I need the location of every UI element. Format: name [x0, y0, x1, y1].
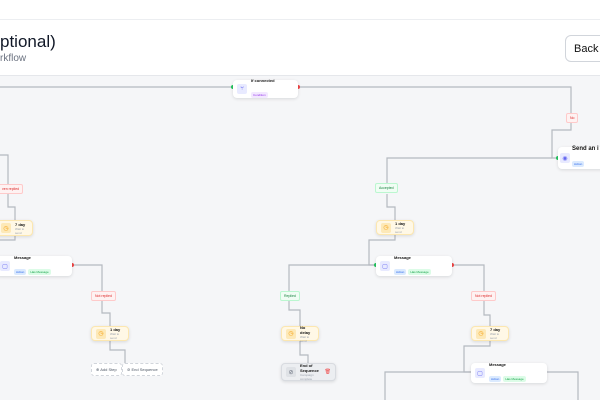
action-tag: Action	[14, 268, 27, 275]
plus-icon: ⊕	[96, 367, 101, 372]
node-title: No delay	[300, 324, 311, 335]
no-label: No	[566, 113, 579, 123]
replied-label: Replied	[280, 291, 300, 301]
accepted-label: Accepted	[375, 183, 398, 193]
action-tag: Action	[572, 161, 585, 167]
node-subtitle: Campaign complete	[300, 373, 314, 381]
output-port[interactable]	[70, 263, 74, 267]
action-tag: Action	[394, 268, 407, 275]
end-sequence-label: End Sequence	[131, 367, 158, 372]
message-icon: ▢	[0, 261, 10, 271]
message-icon: ▢	[475, 368, 485, 378]
node-title: Message	[14, 254, 31, 260]
action-tag: Action	[489, 375, 502, 382]
node-title: 1 day	[110, 327, 121, 332]
clock-icon: ◷	[381, 222, 391, 233]
message-icon: ▢	[380, 261, 390, 271]
node-title: Send an i	[572, 146, 599, 152]
has-message-tag: Has Message	[408, 268, 431, 275]
node-title: 7 day	[15, 221, 26, 227]
branch-icon: ⑂	[237, 84, 247, 94]
node-subtitle: Wait to send	[490, 332, 500, 340]
clock-icon: ◷	[476, 328, 486, 339]
end-sequence-button[interactable]: ⊘ End Sequence	[122, 363, 163, 376]
node-title: 1 day	[395, 221, 406, 226]
node-subtitle: Wait to send	[110, 332, 120, 340]
node-subtitle: Wait to send	[300, 334, 310, 343]
condition-tag: Condition	[251, 91, 268, 98]
has-message-tag: Has Message	[503, 375, 526, 382]
node-title: If connected	[251, 77, 275, 83]
node-title: Message	[394, 254, 411, 260]
clock-icon: ◷	[1, 223, 11, 233]
output-port[interactable]	[450, 263, 454, 267]
back-button[interactable]: Back	[565, 35, 600, 62]
add-step-button[interactable]: ⊕ Add Step	[91, 363, 122, 376]
node-title: Message	[489, 361, 506, 367]
not-replied-label: ven replied	[0, 184, 24, 194]
add-step-label: Add Step	[100, 367, 117, 372]
page-subtitle: rkflow	[0, 53, 27, 64]
node-subtitle: Wait to send	[395, 226, 405, 234]
node-title: 7 day	[490, 327, 501, 332]
has-message-tag: Has Message	[28, 268, 51, 275]
stop-icon: ⊘	[286, 367, 296, 377]
not-replied-label: Not replied	[471, 291, 496, 301]
send-icon: ◉	[560, 153, 570, 163]
output-port[interactable]	[296, 85, 300, 89]
stop-icon: ⊘	[127, 367, 132, 372]
node-title: End of Sequence	[300, 363, 319, 373]
clock-icon: ◷	[286, 328, 296, 339]
page-title: ptional)	[0, 32, 56, 51]
node-subtitle: Wait to send	[15, 226, 25, 235]
send-invite-node[interactable]: ◉ Send an i Action	[558, 146, 600, 169]
clock-icon: ◷	[96, 328, 106, 339]
page-header: ptional) rkflow Back	[0, 20, 600, 76]
top-bar	[0, 0, 600, 20]
delete-icon[interactable]: 🗑	[324, 369, 331, 375]
not-replied-label: Not replied	[91, 291, 116, 301]
